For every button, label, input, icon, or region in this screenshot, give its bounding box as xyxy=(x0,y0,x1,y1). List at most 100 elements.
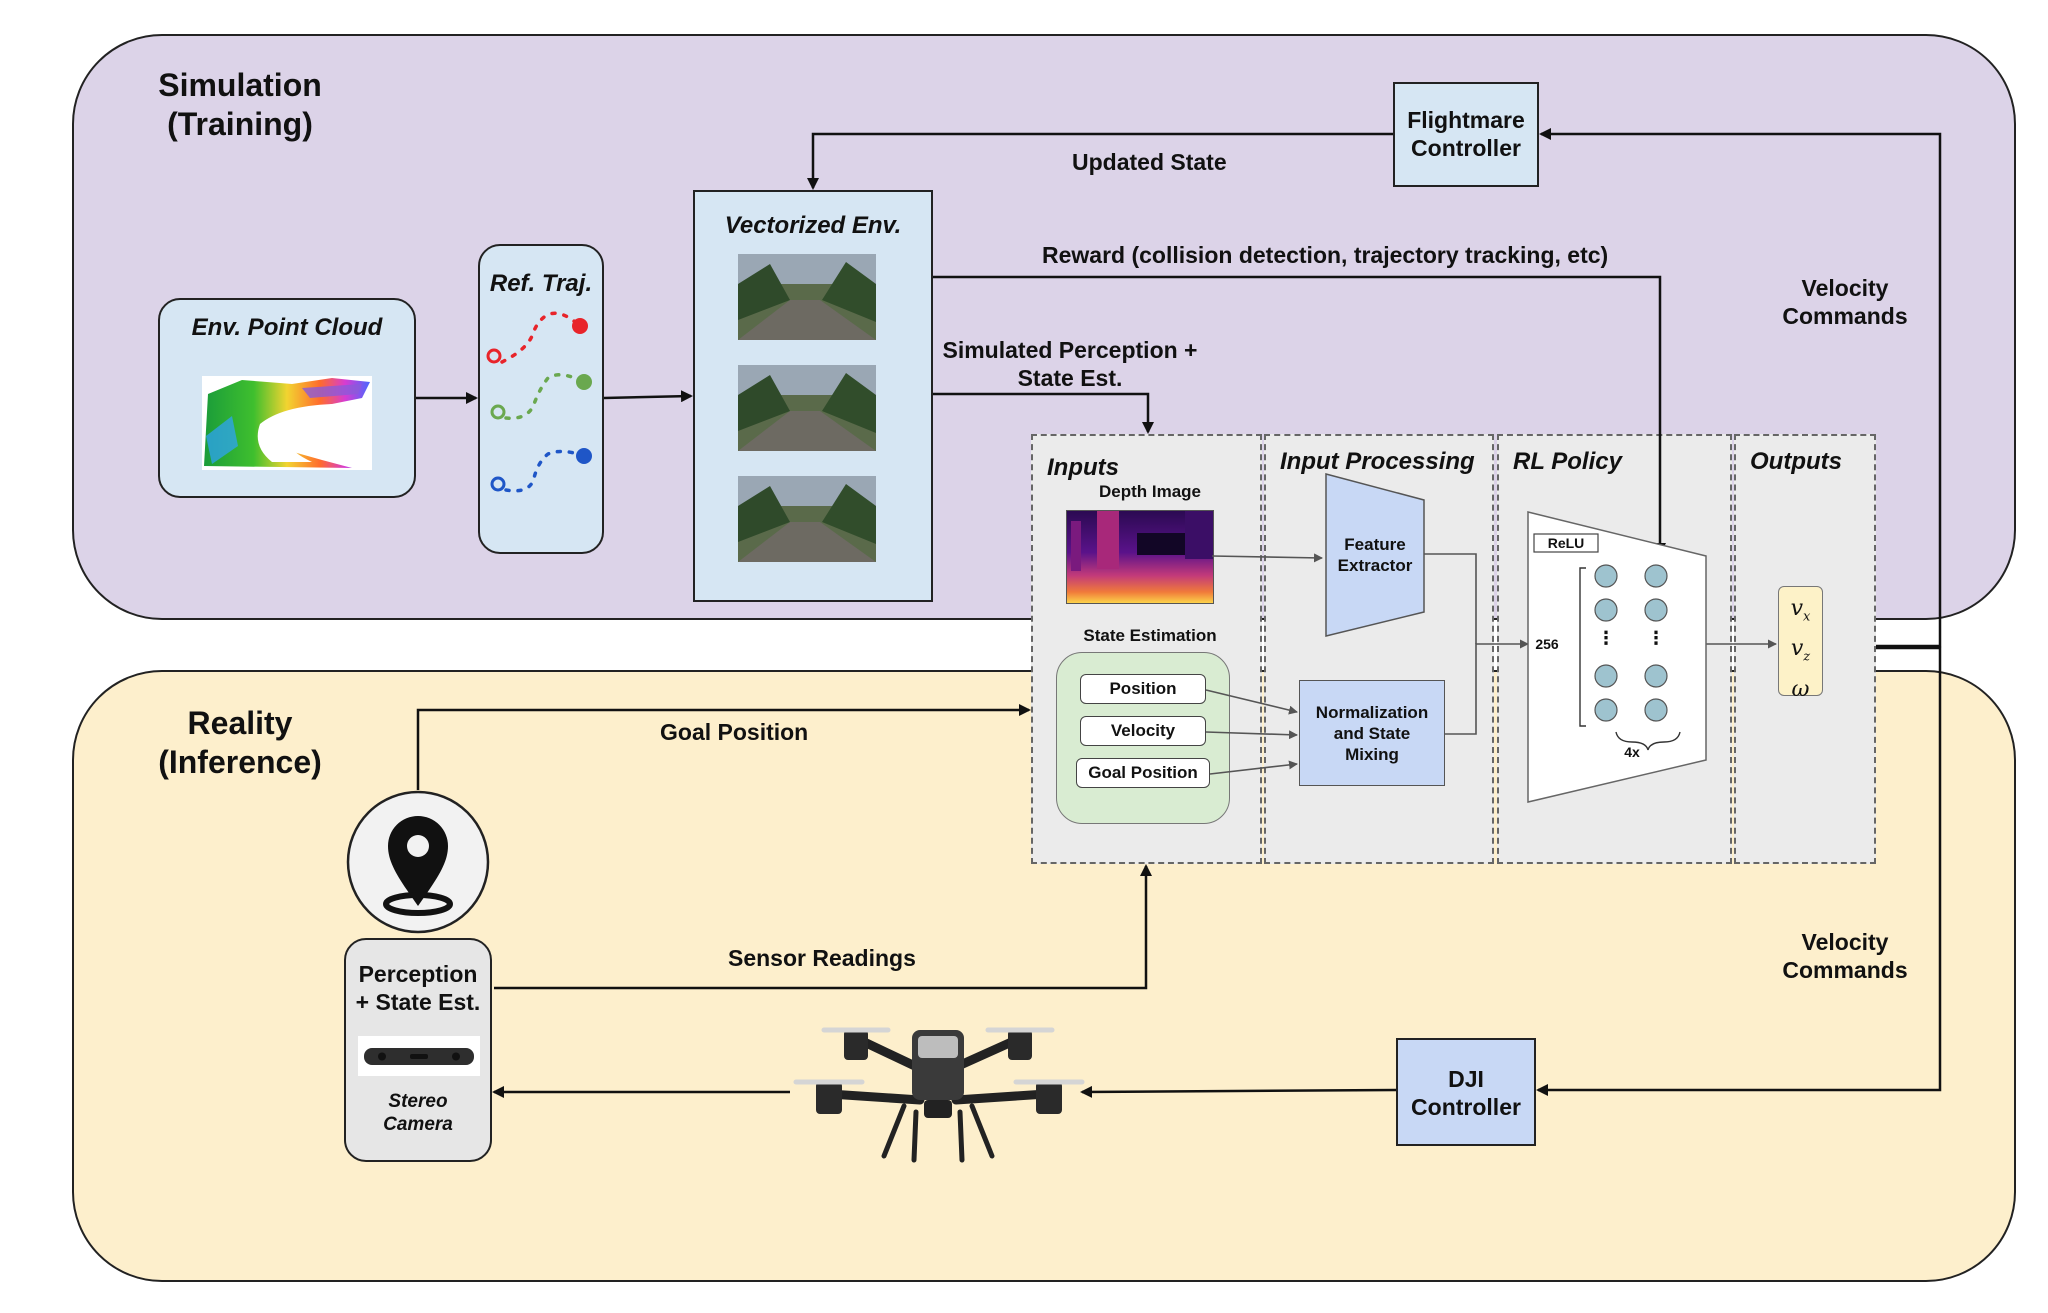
flightmare-controller-box: Flightmare Controller xyxy=(1393,82,1539,187)
perception-box: Perception + State Est. Stereo Camera xyxy=(344,938,492,1162)
layers-4x-label: 4x xyxy=(1624,744,1640,760)
feature-extractor-label: Feature Extractor xyxy=(1326,534,1424,576)
output-vz: vz xyxy=(1779,633,1822,673)
arrow-depth-to-feature xyxy=(1211,553,1323,563)
velocity-commands-top-label: Velocity Commands xyxy=(1770,274,1920,330)
normalization-line2: and State xyxy=(1333,724,1411,743)
stereo-camera-label-line2: Camera xyxy=(383,1114,453,1135)
arrow-goal-position xyxy=(416,704,1031,790)
neuron xyxy=(1594,664,1618,688)
perception-title: Perception + State Est. xyxy=(346,960,490,1016)
env-point-cloud-box: Env. Point Cloud xyxy=(158,298,416,498)
simulated-perception-label: Simulated Perception + State Est. xyxy=(930,336,1210,392)
policy-network xyxy=(1527,511,1707,803)
inputs-title: Inputs xyxy=(1047,454,1119,481)
depth-image-label: Depth Image xyxy=(1098,482,1202,501)
velocity-commands-bottom-label: Velocity Commands xyxy=(1770,928,1920,984)
location-pin-icon xyxy=(346,790,490,934)
arrow-reftraj-to-vecenv xyxy=(603,390,693,403)
reality-title: Reality (Inference) xyxy=(150,704,330,782)
output-vector-box: vx vz ω xyxy=(1778,586,1823,702)
output-vx-symbol: v xyxy=(1790,596,1804,621)
reality-title-line1: Reality xyxy=(187,705,293,741)
arrow-sensor-readings xyxy=(494,864,1152,990)
env-point-cloud-title: Env. Point Cloud xyxy=(191,314,383,341)
arrow-norm-to-policy xyxy=(1445,639,1529,735)
neuron xyxy=(1644,698,1668,722)
ref-traj-box: Ref. Traj. xyxy=(478,244,604,554)
state-estimation-label: State Estimation xyxy=(1083,626,1217,645)
outputs-panel: Outputs xyxy=(1734,434,1876,864)
output-vz-subscript: z xyxy=(1803,649,1811,665)
env-render-thumbnail-1 xyxy=(738,254,876,340)
simulation-title: Simulation (Training) xyxy=(150,66,330,144)
width-256-label: 256 xyxy=(1535,636,1559,652)
flightmare-label-line2: Controller xyxy=(1411,135,1521,161)
state-item-velocity: Velocity xyxy=(1080,716,1206,746)
relu-label: ReLU xyxy=(1547,535,1585,551)
arrow-goal-to-norm xyxy=(1209,760,1298,775)
velocity-commands-top-line2: Commands xyxy=(1782,303,1908,329)
rl-policy-title: RL Policy xyxy=(1513,448,1622,475)
env-render-thumbnails xyxy=(738,254,876,562)
dji-controller-box: DJI Controller xyxy=(1396,1038,1536,1146)
arrow-dji-to-drone xyxy=(1080,1085,1397,1098)
output-omega: ω xyxy=(1791,676,1810,702)
input-processing-title: Input Processing xyxy=(1280,448,1475,475)
outputs-title: Outputs xyxy=(1750,448,1842,475)
simulation-title-line2: (Training) xyxy=(167,106,313,142)
neuron xyxy=(1594,564,1618,588)
trajectory-red xyxy=(486,311,588,364)
trajectory-green xyxy=(490,373,592,420)
env-render-thumbnail-2 xyxy=(738,365,876,451)
drone-icon xyxy=(793,1027,1085,1163)
neuron xyxy=(1644,564,1668,588)
vectorized-env-title: Vectorized Env. xyxy=(724,212,902,239)
output-vx-subscript: x xyxy=(1803,609,1811,625)
simulated-perception-line1: Simulated Perception + xyxy=(942,337,1198,363)
neuron xyxy=(1594,698,1618,722)
neuron xyxy=(1644,664,1668,688)
stereo-camera-icon xyxy=(358,1036,480,1076)
sensor-readings-label: Sensor Readings xyxy=(728,945,916,971)
simulated-perception-line2: State Est. xyxy=(1017,365,1123,391)
reality-title-line2: (Inference) xyxy=(158,744,322,780)
stereo-camera-label-line1: Stereo xyxy=(388,1091,448,1112)
neuron xyxy=(1594,598,1618,622)
dji-label-line1: DJI xyxy=(1448,1066,1484,1092)
arrow-updated-state xyxy=(807,132,1393,190)
reference-trajectories xyxy=(486,311,592,493)
arrow-velocity-to-dji xyxy=(1536,646,1942,1096)
simulation-title-line1: Simulation xyxy=(158,67,322,103)
velocity-commands-bottom-line1: Velocity xyxy=(1801,929,1889,955)
neuron xyxy=(1644,598,1668,622)
goal-position-label: Goal Position xyxy=(660,719,809,745)
output-vz-symbol: v xyxy=(1790,636,1804,662)
stereo-camera-label: Stereo Camera xyxy=(346,1090,490,1136)
feature-extractor-line2: Extractor xyxy=(1337,556,1413,575)
normalization-box: Normalization and State Mixing xyxy=(1299,680,1445,786)
dji-label-line2: Controller xyxy=(1411,1094,1521,1120)
feature-extractor xyxy=(1325,473,1425,637)
reward-label: Reward (collision detection, trajectory … xyxy=(1042,242,1609,268)
arrow-sim-perception xyxy=(933,392,1154,434)
perception-title-line1: Perception xyxy=(358,961,478,987)
policy-internal-arrows xyxy=(1205,553,1777,775)
arrow-position-to-norm xyxy=(1205,689,1298,715)
env-render-thumbnail-3 xyxy=(738,476,876,562)
perception-title-line2: + State Est. xyxy=(355,989,481,1015)
arrow-feature-to-policy xyxy=(1424,553,1477,644)
trajectory-blue xyxy=(490,448,592,493)
state-item-goal-position: Goal Position xyxy=(1076,758,1210,788)
normalization-line3: Mixing xyxy=(1345,745,1399,764)
arrow-velocity-to-flightmare xyxy=(1539,128,1942,648)
flow-arrows xyxy=(416,128,1942,1098)
depth-image xyxy=(1066,510,1214,604)
updated-state-label: Updated State xyxy=(1072,149,1227,175)
feature-extractor-line1: Feature xyxy=(1344,535,1406,554)
neuron-ellipsis-left: ⋮ xyxy=(1597,628,1615,648)
state-item-position: Position xyxy=(1080,674,1206,704)
arrow-velocity-to-norm xyxy=(1205,730,1298,740)
output-vx: vx xyxy=(1779,593,1822,633)
